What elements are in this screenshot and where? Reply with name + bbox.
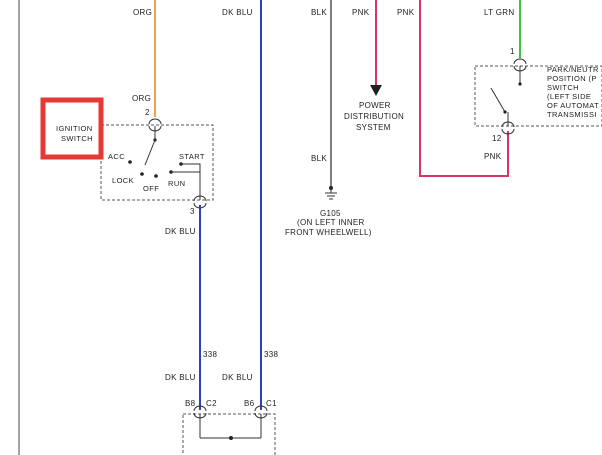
connector-pin-right-top [254, 405, 268, 412]
wire-label-org-top: ORG [133, 8, 152, 17]
park-top-connector [513, 58, 527, 65]
wire-label-338-left: 338 [203, 350, 217, 359]
connector-b6: B6 [244, 399, 255, 408]
ignition-pos-off: OFF [143, 184, 159, 193]
ignition-label-line1: IGNITION [56, 124, 93, 133]
wire-label-pnk-bottom: PNK [484, 152, 502, 161]
park-bottom-connector-lower [501, 128, 515, 135]
ignition-contact-lock [140, 172, 144, 176]
ground-location-line1: (ON LEFT INNER [297, 218, 365, 227]
ignition-switch-blade [144, 139, 156, 166]
park-contact-top [518, 82, 522, 86]
ignition-label-line2: SWITCH [61, 134, 93, 143]
connector-box [182, 413, 276, 455]
power-arrow-icon [370, 85, 382, 96]
connector-splice-dot [229, 436, 233, 440]
park-pivot [503, 110, 507, 114]
ignition-top-connector [148, 118, 162, 125]
park-pin-1: 1 [510, 47, 515, 56]
ignition-contact-off [154, 174, 158, 178]
park-label-line3: SWITCH [547, 83, 579, 92]
ignition-contact-acc [128, 160, 132, 164]
pnk-wire-park-loop [419, 0, 509, 177]
connector-b8: B8 [185, 399, 196, 408]
wire-label-dk-blu-left-bot: DK BLU [165, 373, 196, 382]
park-label-line4: (LEFT SIDE [547, 92, 591, 101]
wire-label-org-mid: ORG [132, 94, 151, 103]
park-label-line5: OF AUTOMAT [547, 101, 599, 110]
connector-pin-left-top [193, 405, 207, 412]
wire-label-blk-top: BLK [311, 8, 327, 17]
connector-c1: C1 [266, 399, 277, 408]
power-line3: SYSTEM [356, 123, 391, 132]
ignition-pos-start: START [179, 152, 205, 161]
park-switch-box [474, 65, 602, 127]
ignition-pin-3: 3 [190, 207, 195, 216]
power-line1: POWER [359, 101, 391, 110]
power-line2: DISTRIBUTION [344, 112, 404, 121]
ignition-pos-lock: LOCK [112, 176, 134, 185]
wire-label-pnk-right-top: PNK [397, 8, 415, 17]
ignition-pos-acc: ACC [108, 152, 125, 161]
park-pin-12: 12 [492, 134, 502, 143]
wire-label-dk-blu-top: DK BLU [222, 8, 253, 17]
park-bottom-connector [501, 121, 515, 128]
ground-location-line2: FRONT WHEELWELL) [285, 228, 372, 237]
ignition-label-highlight [40, 97, 104, 160]
ignition-pin-2: 2 [145, 108, 150, 117]
ignition-bottom-connector [193, 195, 207, 202]
ground-id: G105 [320, 209, 341, 218]
park-label-line1: PARK/NEUTR [547, 65, 599, 74]
connector-c2: C2 [206, 399, 217, 408]
ignition-pos-run: RUN [168, 179, 185, 188]
park-label-line2: POSITION (P [547, 74, 597, 83]
ignition-output-lead [181, 163, 201, 200]
wire-label-blk-mid: BLK [311, 154, 327, 163]
wire-label-pnk-left-top: PNK [352, 8, 370, 17]
wire-label-dk-blu-left-mid: DK BLU [165, 227, 196, 236]
wire-label-338-right: 338 [264, 350, 278, 359]
ignition-switch-box [100, 124, 214, 201]
park-label-line6: TRANSMISSI [547, 110, 597, 119]
park-switch-blade [490, 87, 506, 113]
wire-label-lt-grn: LT GRN [484, 8, 514, 17]
wire-label-dk-blu-right-bot: DK BLU [222, 373, 253, 382]
